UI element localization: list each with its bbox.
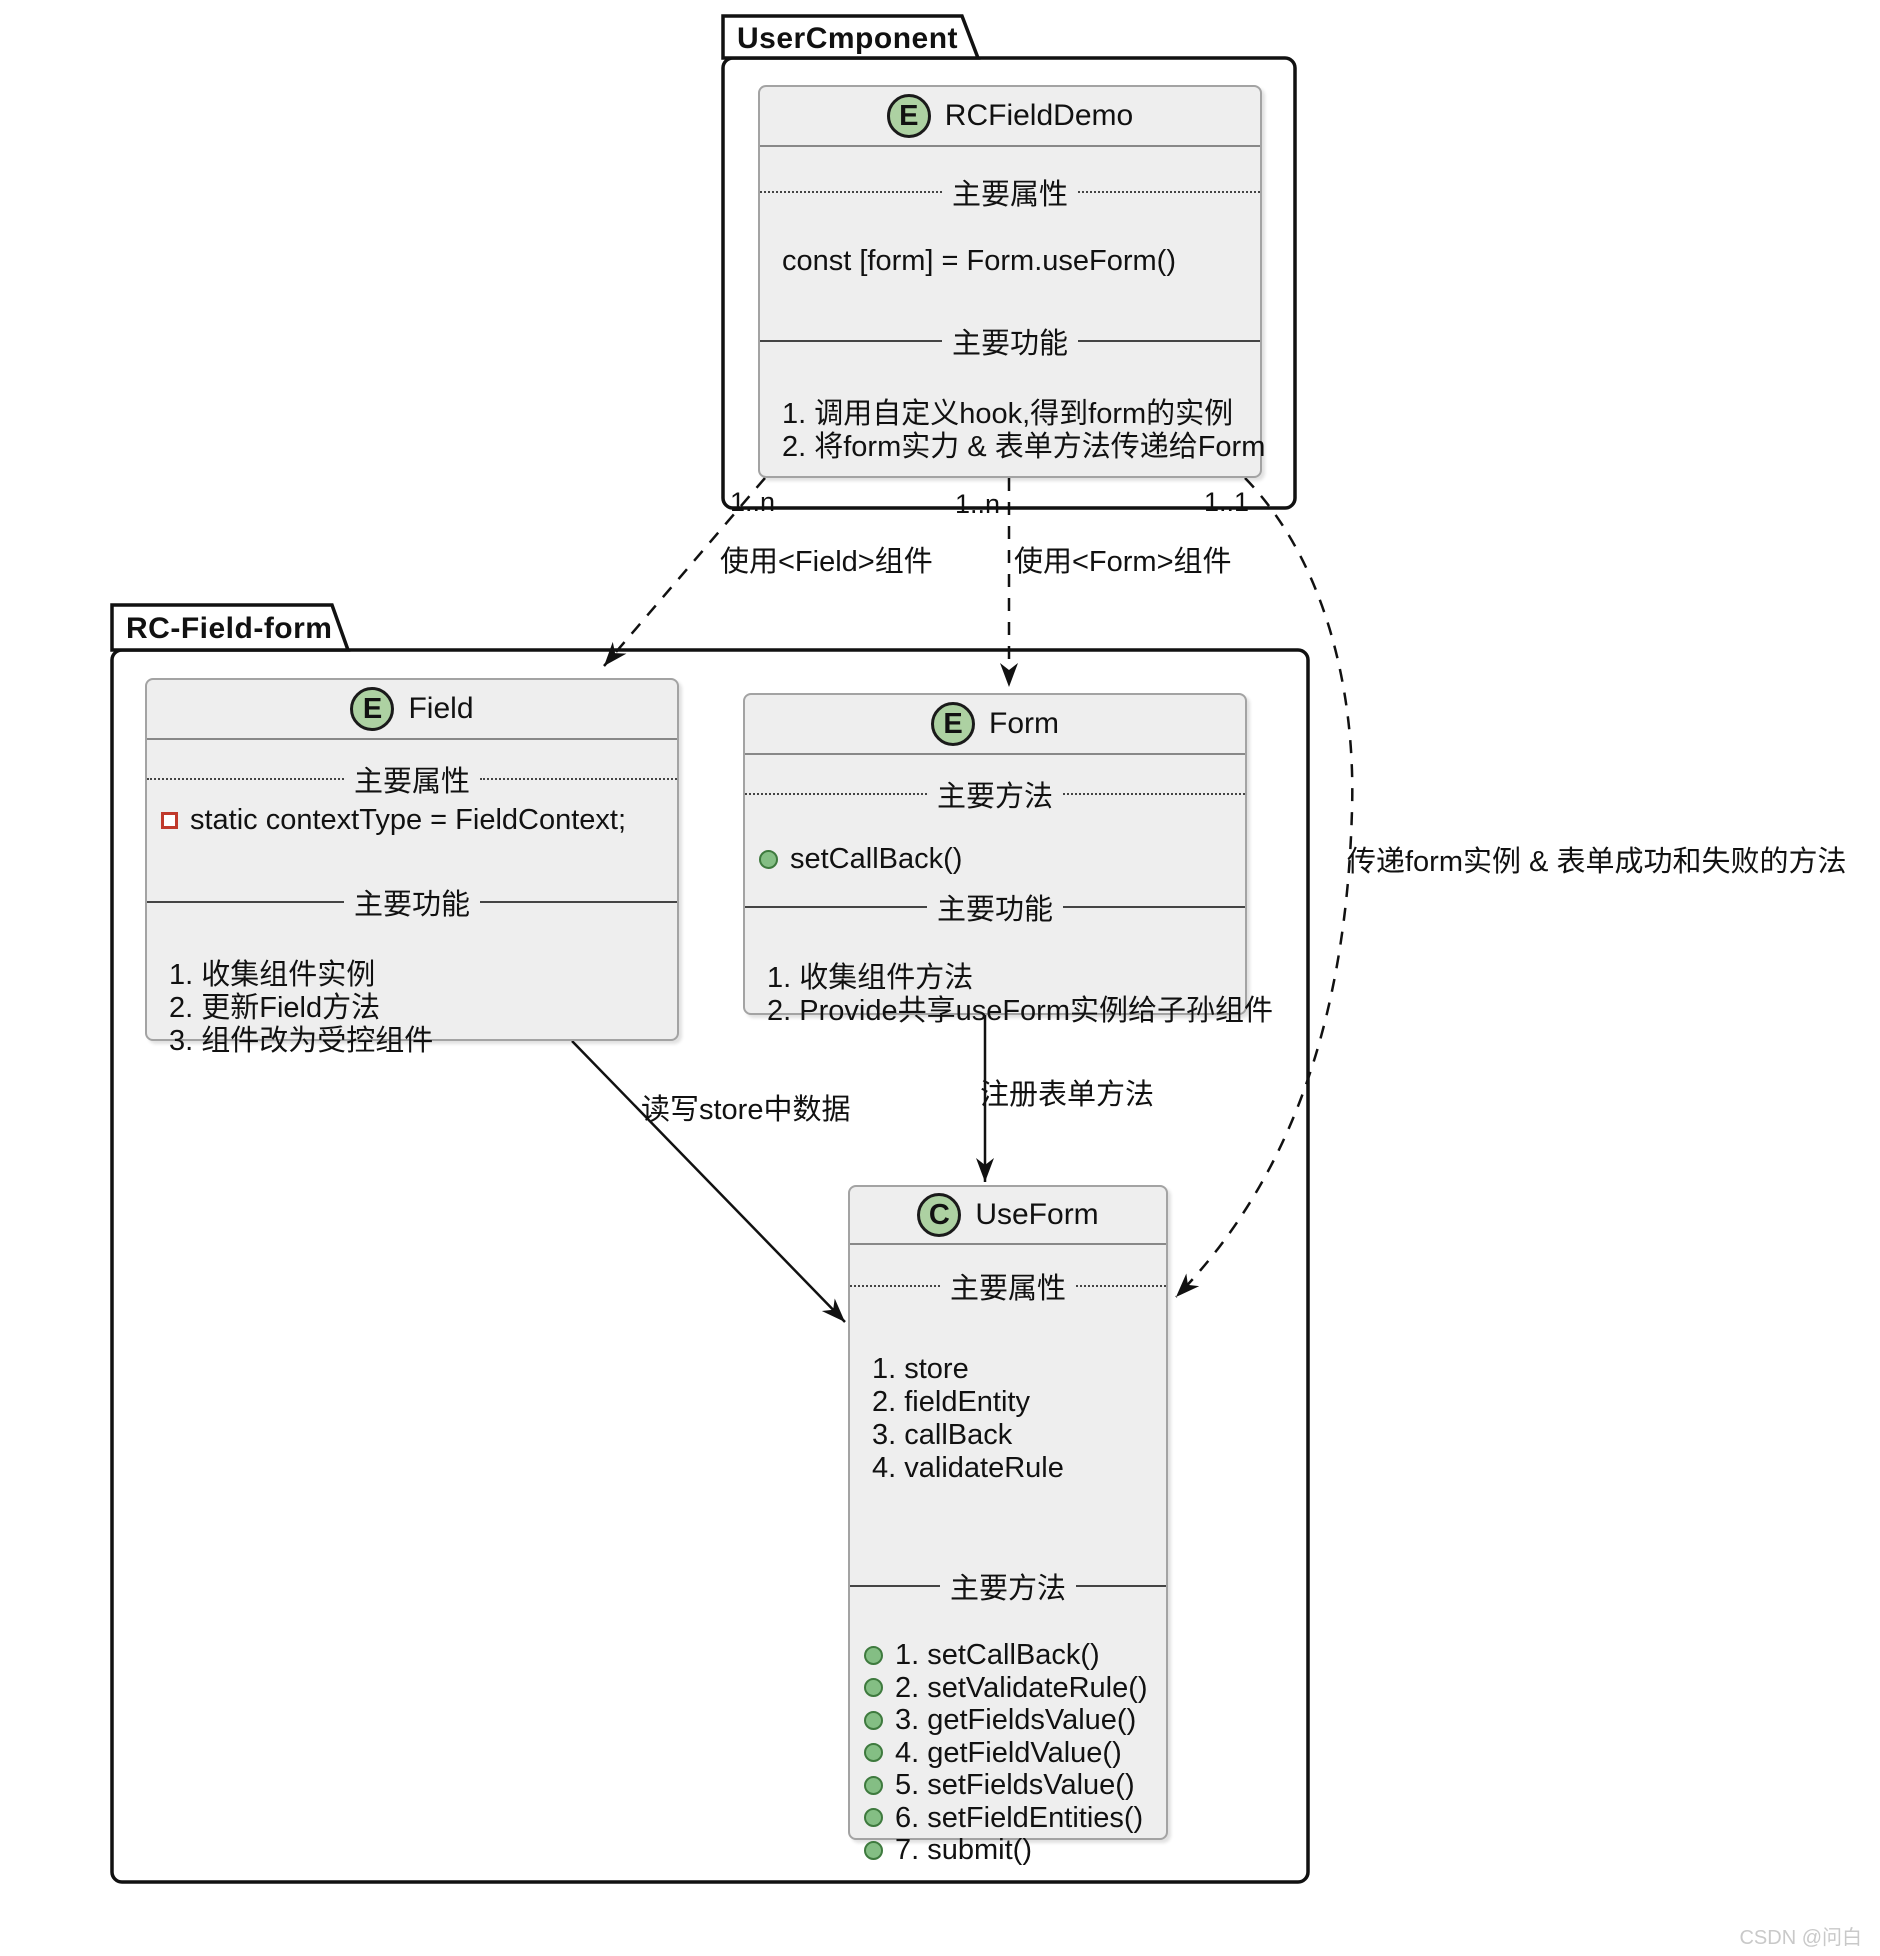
- section-label: 主要属性: [354, 766, 471, 798]
- func-line: 2. Provide共享useForm实例给子孙组件: [767, 995, 1273, 1027]
- title-separator: [745, 753, 1245, 755]
- func-line: 1. 收集组件方法: [767, 962, 974, 994]
- func-line: 1. 收集组件实例: [169, 959, 376, 991]
- package-usercmponent-tab: [721, 14, 981, 60]
- edge-use-field: [603, 477, 766, 667]
- method-line: 3. getFieldsValue(): [895, 1704, 1137, 1736]
- attr-line: static contextType = FieldContext;: [190, 804, 627, 836]
- public-method-icon: [864, 1775, 883, 1795]
- method-line: 5. setFieldsValue(): [895, 1769, 1135, 1801]
- section-label: 主要方法: [937, 781, 1054, 813]
- func-line: 2. 更新Field方法: [169, 992, 381, 1024]
- multiplicity-use-field: 1..n: [730, 487, 776, 517]
- edge-label-use-field: 使用<Field>组件: [720, 546, 933, 578]
- method-row: 3. getFieldsValue(): [850, 1704, 1166, 1737]
- section-label: 主要属性: [950, 1273, 1067, 1305]
- method-row: setCallBack(): [745, 843, 1245, 876]
- section-label: 主要属性: [952, 179, 1069, 211]
- multiplicity-pass-form: 1..1: [1204, 487, 1250, 517]
- class-field-header: E Field: [147, 680, 677, 738]
- section-attrs: 主要属性: [147, 758, 678, 800]
- func-line: 3. 组件改为受控组件: [169, 1025, 434, 1057]
- entity-icon: E: [350, 687, 395, 731]
- section-funcs: 主要功能: [147, 881, 678, 923]
- class-useform: C UseForm 主要属性 1. store 2. fieldEntity 3…: [848, 1185, 1168, 1866]
- method-row: 6. setFieldEntities(): [850, 1802, 1166, 1835]
- public-method-icon: [759, 850, 778, 869]
- title-separator: [147, 738, 677, 740]
- title-separator: [760, 145, 1260, 147]
- attr-line: 2. fieldEntity: [872, 1386, 1030, 1418]
- method-line: 1. setCallBack(): [895, 1639, 1100, 1671]
- section-funcs: 主要功能: [745, 886, 1246, 928]
- func-line: 1. 调用自定义hook,得到form的实例: [782, 398, 1234, 430]
- section-methods: 主要方法: [850, 1565, 1167, 1607]
- edge-label-pass-form: 传递form实例 & 表单成功和失败的方法: [1347, 846, 1847, 878]
- section-label: 主要方法: [950, 1573, 1067, 1605]
- class-form: E Form 主要方法 setCallBack() 主要功能 1. 收集组件方法…: [743, 693, 1273, 1027]
- package-usercmponent-title: UserCmponent: [737, 22, 959, 55]
- edge-label-register: 注册表单方法: [980, 1079, 1155, 1111]
- method-row: 1. setCallBack(): [850, 1639, 1166, 1672]
- class-rcfielddemo-header: E RCFieldDemo: [760, 87, 1260, 145]
- private-field-icon: [161, 812, 178, 829]
- class-field: E Field 主要属性 static contextType = FieldC…: [145, 678, 679, 1057]
- edge-label-rw-store: 读写store中数据: [641, 1094, 851, 1126]
- attr-line: const [form] = Form.useForm(): [782, 245, 1176, 277]
- edge-rw-store: [571, 1040, 846, 1323]
- section-attrs: 主要属性: [760, 171, 1261, 213]
- edge-label-use-form: 使用<Form>组件: [1014, 546, 1232, 578]
- class-form-header: E Form: [745, 695, 1245, 753]
- method-line: 2. setValidateRule(): [895, 1671, 1148, 1704]
- method-row: 7. submit(): [850, 1834, 1166, 1867]
- section-attrs: 主要属性: [850, 1265, 1167, 1307]
- class-name: RCFieldDemo: [944, 99, 1134, 132]
- csdn-watermark: CSDN @问白: [1739, 1927, 1862, 1949]
- public-method-icon: [864, 1645, 883, 1665]
- public-method-icon: [864, 1808, 883, 1828]
- public-method-icon: [864, 1710, 883, 1730]
- public-method-icon: [864, 1678, 883, 1698]
- section-funcs: 主要功能: [760, 320, 1261, 362]
- func-line: 2. 将form实力 & 表单方法传递给Form: [782, 431, 1266, 463]
- section-label: 主要功能: [354, 889, 471, 921]
- method-line: 6. setFieldEntities(): [895, 1801, 1144, 1834]
- package-rcfieldform-tab: [110, 603, 351, 652]
- attr-row: static contextType = FieldContext;: [147, 804, 677, 837]
- attr-line: 3. callBack: [872, 1419, 1013, 1451]
- class-icon: C: [917, 1193, 962, 1237]
- section-label: 主要功能: [937, 894, 1054, 926]
- entity-icon: E: [886, 94, 931, 138]
- class-rcfielddemo: E RCFieldDemo 主要属性 const [form] = Form.u…: [758, 85, 1266, 478]
- section-label: 主要功能: [952, 328, 1069, 360]
- method-row: 4. getFieldValue(): [850, 1737, 1166, 1770]
- method-line: setCallBack(): [790, 843, 963, 875]
- class-name: Field: [408, 692, 474, 725]
- attr-line: 1. store: [872, 1353, 969, 1385]
- method-row: 2. setValidateRule(): [850, 1672, 1166, 1705]
- section-methods: 主要方法: [745, 773, 1246, 815]
- method-line: 7. submit(): [895, 1834, 1032, 1866]
- class-useform-header: C UseForm: [850, 1187, 1166, 1243]
- method-row: 5. setFieldsValue(): [850, 1769, 1166, 1802]
- title-separator: [850, 1243, 1166, 1245]
- public-method-icon: [864, 1743, 883, 1763]
- public-method-icon: [864, 1840, 883, 1860]
- method-line: 4. getFieldValue(): [895, 1736, 1122, 1769]
- class-name: UseForm: [975, 1198, 1099, 1231]
- attr-line: 4. validateRule: [872, 1452, 1064, 1484]
- package-rcfieldform-title: RC-Field-form: [126, 612, 333, 645]
- class-name: Form: [989, 707, 1059, 740]
- multiplicity-use-form: 1..n: [955, 489, 1001, 519]
- entity-icon: E: [931, 702, 975, 746]
